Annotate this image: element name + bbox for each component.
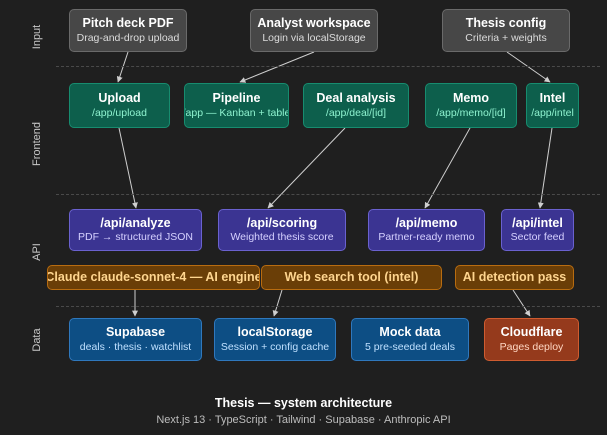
node-title: Upload bbox=[98, 91, 141, 106]
lane-label-frontend: Frontend bbox=[31, 121, 43, 167]
diagram-title: Thesis — system architecture bbox=[214, 396, 393, 410]
node-title: Pitch deck PDF bbox=[82, 16, 174, 31]
arrow-intel-to-apiintel bbox=[537, 127, 553, 209]
node-subtitle: Session + config cache bbox=[220, 340, 330, 353]
node-title: /api/memo bbox=[395, 215, 458, 230]
node-subtitle: Login via localStorage bbox=[262, 31, 366, 44]
node-api-analyze: /api/analyze PDF → structured JSON bbox=[69, 209, 202, 251]
node-title: Thesis config bbox=[465, 16, 547, 31]
node-local-storage: localStorage Session + config cache bbox=[214, 318, 336, 361]
node-title: Web search tool (intel) bbox=[284, 269, 419, 284]
lane-divider bbox=[56, 66, 600, 67]
node-title: Intel bbox=[539, 91, 566, 106]
node-subtitle: /app/upload bbox=[92, 106, 147, 119]
node-subtitle: Partner-ready memo bbox=[378, 231, 475, 244]
node-intel: Intel /app/intel bbox=[526, 83, 579, 128]
node-title: AI detection pass bbox=[462, 269, 567, 284]
node-title: Memo bbox=[452, 91, 490, 106]
arrow-websearch-to-localstorage bbox=[272, 289, 283, 317]
arrow-upload-to-analyze bbox=[118, 127, 138, 209]
node-api-scoring: /api/scoring Weighted thesis score bbox=[218, 209, 346, 251]
node-web-search: Web search tool (intel) bbox=[261, 265, 442, 290]
arrow-detection-to-cloudflare bbox=[512, 289, 531, 317]
node-title: /api/analyze bbox=[100, 215, 171, 230]
node-subtitle: Drag-and-drop upload bbox=[76, 31, 180, 44]
lane-label-input: Input bbox=[31, 24, 43, 50]
node-cloudflare: Cloudflare Pages deploy bbox=[484, 318, 579, 361]
node-title: Deal analysis bbox=[316, 91, 396, 106]
lane-divider bbox=[56, 306, 600, 307]
node-title: Supabase bbox=[105, 325, 166, 340]
node-thesis-config: Thesis config Criteria + weights bbox=[442, 9, 570, 52]
node-ai-detection: AI detection pass bbox=[455, 265, 574, 290]
node-api-intel: /api/intel Sector feed bbox=[501, 209, 574, 251]
node-title: localStorage bbox=[237, 325, 313, 340]
node-subtitle: 5 pre-seeded deals bbox=[365, 340, 455, 353]
node-subtitle: /app/intel bbox=[531, 106, 574, 119]
node-subtitle: Pages deploy bbox=[499, 340, 564, 353]
lane-divider bbox=[56, 194, 600, 195]
node-title: Cloudflare bbox=[500, 325, 563, 340]
node-title: /api/scoring bbox=[246, 215, 318, 230]
node-pipeline: Pipeline /app — Kanban + table bbox=[184, 83, 289, 128]
lane-label-api: API bbox=[31, 243, 43, 261]
node-subtitle: Criteria + weights bbox=[465, 31, 547, 44]
node-subtitle: /app/deal/[id] bbox=[325, 106, 387, 119]
arrow-thesis-to-intel bbox=[506, 51, 551, 83]
node-subtitle: deals · thesis · watchlist bbox=[79, 340, 192, 353]
node-memo: Memo /app/memo/[id] bbox=[425, 83, 517, 128]
lane-label-data: Data bbox=[31, 328, 43, 352]
arrow-memo-to-apimemo bbox=[424, 127, 471, 209]
arrow-workspace-to-pipeline bbox=[239, 51, 315, 83]
node-subtitle: Weighted thesis score bbox=[230, 231, 334, 244]
node-analyst-workspace: Analyst workspace Login via localStorage bbox=[250, 9, 378, 52]
node-subtitle: Sector feed bbox=[510, 231, 565, 244]
node-pitch-deck: Pitch deck PDF Drag-and-drop upload bbox=[69, 9, 187, 52]
node-supabase: Supabase deals · thesis · watchlist bbox=[69, 318, 202, 361]
node-upload: Upload /app/upload bbox=[69, 83, 170, 128]
node-title: Claude claude-sonnet-4 — AI engine bbox=[47, 269, 260, 284]
node-claude-engine: Claude claude-sonnet-4 — AI engine bbox=[47, 265, 260, 290]
node-subtitle: /app/memo/[id] bbox=[436, 106, 506, 119]
arrow-deal-to-scoring bbox=[267, 127, 346, 209]
node-title: Mock data bbox=[379, 325, 441, 340]
node-deal-analysis: Deal analysis /app/deal/[id] bbox=[303, 83, 409, 128]
diagram-subtitle: Next.js 13 · TypeScript · Tailwind · Sup… bbox=[156, 414, 451, 426]
node-mock-data: Mock data 5 pre-seeded deals bbox=[351, 318, 469, 361]
node-subtitle: /app — Kanban + table bbox=[184, 106, 289, 119]
node-title: Analyst workspace bbox=[257, 16, 371, 31]
arrow-pitch-to-upload bbox=[116, 51, 129, 83]
node-subtitle: PDF → structured JSON bbox=[78, 231, 193, 244]
node-title: /api/intel bbox=[512, 215, 563, 230]
node-api-memo: /api/memo Partner-ready memo bbox=[368, 209, 485, 251]
node-title: Pipeline bbox=[212, 91, 261, 106]
